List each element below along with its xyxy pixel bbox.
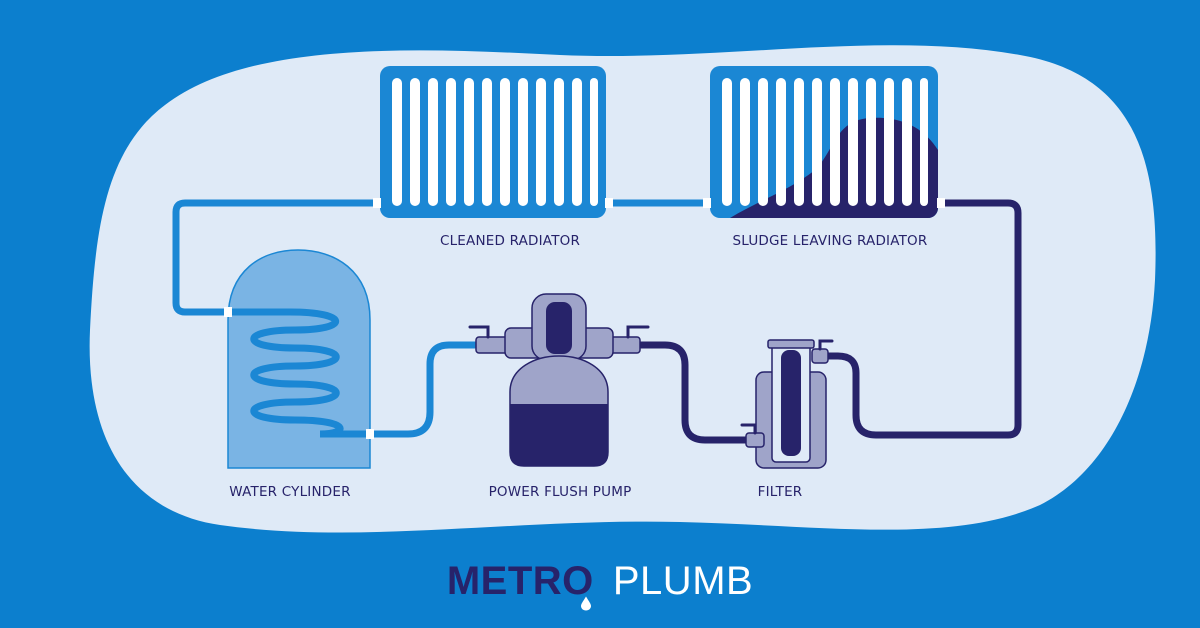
water-cylinder-label: WATER CYLINDER bbox=[229, 484, 351, 500]
clean-pipework bbox=[172, 199, 712, 438]
metro-plumb-logo: METRO PLUMB bbox=[0, 556, 1200, 611]
logo-metro-text: METRO bbox=[446, 559, 594, 603]
pipe-pump-to-filter bbox=[636, 341, 752, 444]
logo-plumb-text: PLUMB bbox=[612, 559, 754, 603]
coil bbox=[224, 308, 374, 438]
cleaned-radiator-label: CLEANED RADIATOR bbox=[439, 233, 581, 249]
pipe-sludge-radiator-to-filter bbox=[816, 199, 1022, 439]
filter bbox=[740, 339, 834, 469]
cleaned-radiator bbox=[373, 66, 613, 218]
pipe-cylinder-to-cleaned-radiator bbox=[172, 199, 382, 316]
sludge-radiator bbox=[703, 66, 945, 218]
power-flush-pump bbox=[468, 293, 650, 467]
filter-label: FILTER bbox=[757, 484, 803, 500]
pipe-cylinder-to-pump bbox=[366, 341, 482, 438]
power-flush-pump-label: POWER FLUSH PUMP bbox=[488, 484, 632, 500]
sludge-radiator-label: SLUDGE LEAVING RADIATOR bbox=[732, 233, 928, 249]
dirty-pipework bbox=[636, 199, 1022, 444]
water-cylinder bbox=[224, 249, 374, 469]
water-drop-icon bbox=[581, 596, 591, 611]
